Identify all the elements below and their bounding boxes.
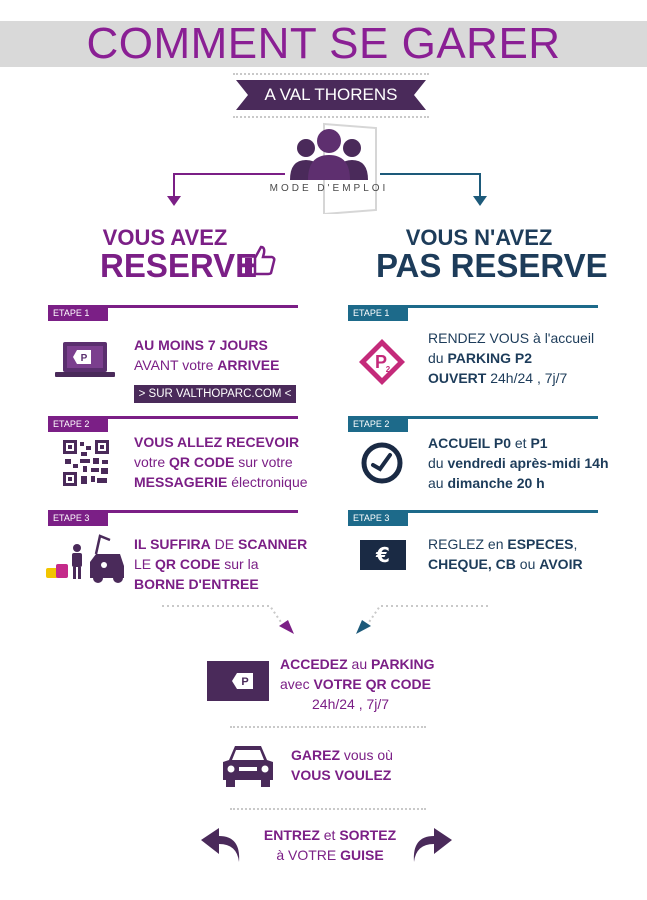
- subtitle: A VAL THORENS: [264, 85, 398, 104]
- car-icon: [223, 746, 273, 787]
- clock-icon: [361, 442, 403, 484]
- subtitle-ribbon: [236, 80, 426, 110]
- title-band: [0, 21, 647, 67]
- divider: [230, 726, 426, 728]
- step-tag: ETAPE 3: [48, 510, 108, 526]
- right-heading-line1: VOUS N'AVEZ: [405, 225, 553, 250]
- step-tag: ETAPE 1: [348, 305, 408, 321]
- left-step3-text: IL SUFFIRA DE SCANNER LE QR CODE sur la …: [134, 536, 308, 592]
- step-rule: [48, 510, 298, 513]
- arrow-left-icon: [201, 828, 240, 862]
- left-heading-line1: VOUS AVEZ: [102, 225, 228, 250]
- step-tag: ETAPE 2: [348, 416, 408, 432]
- thumbs-up-icon: [245, 245, 276, 276]
- people-icon: [290, 122, 377, 214]
- step-tag: ETAPE 1: [48, 305, 108, 321]
- park-text: GAREZ vous où VOUS VOULEZ: [291, 747, 393, 783]
- mode-label: MODE D'EMPLOI: [269, 183, 389, 194]
- left-step1-text: AU MOINS 7 JOURS AVANT votre ARRIVEE: [134, 337, 280, 373]
- parking-p2-icon: P 2: [359, 339, 405, 385]
- access-text: ACCEDEZ au PARKING avec VOTRE QR CODE 24…: [280, 656, 435, 712]
- step-rule: [48, 305, 298, 308]
- left-heading-line2: RESERVE: [100, 247, 258, 284]
- right-step1-text: RENDEZ VOUS à l'accueil du PARKING P2 OU…: [428, 330, 595, 386]
- step-rule: [48, 416, 298, 419]
- split-arrows: [167, 173, 487, 206]
- left-step2-text: VOUS ALLEZ RECEVOIR votre QR CODE sur vo…: [134, 434, 308, 490]
- svg-text:P: P: [375, 352, 387, 372]
- arrow-right-icon: [413, 828, 452, 862]
- step-tag: ETAPE 3: [348, 510, 408, 526]
- euro-icon: €: [360, 540, 406, 570]
- valthoparc-link-button[interactable]: > SUR VALTHOPARC.COM <: [134, 385, 296, 403]
- ticket-icon: P: [207, 661, 269, 701]
- step-rule: [348, 305, 598, 308]
- divider: [233, 73, 429, 75]
- merge-arrows: [162, 605, 488, 634]
- divider: [230, 808, 426, 810]
- step-rule: [348, 416, 598, 419]
- laptop-icon: P: [55, 342, 115, 377]
- right-step3-text: REGLEZ en ESPECES, CHEQUE, CB ou AVOIR: [428, 536, 583, 572]
- qr-code-icon: [63, 440, 109, 486]
- svg-text:P: P: [81, 353, 88, 364]
- svg-text:P: P: [241, 676, 248, 688]
- traveler-car-icon: [46, 534, 124, 583]
- svg-text:€: €: [375, 543, 390, 567]
- step-rule: [348, 510, 598, 513]
- svg-text:2: 2: [386, 365, 391, 374]
- step-tag: ETAPE 2: [48, 416, 108, 432]
- exit-text: ENTREZ et SORTEZ à VOTRE GUISE: [263, 827, 397, 863]
- page-title: COMMENT SE GARER: [86, 19, 561, 68]
- right-step2-text: ACCUEIL P0 et P1 du vendredi après-midi …: [428, 435, 609, 491]
- right-heading-line2: PAS RESERVE: [376, 247, 608, 284]
- divider: [233, 116, 429, 118]
